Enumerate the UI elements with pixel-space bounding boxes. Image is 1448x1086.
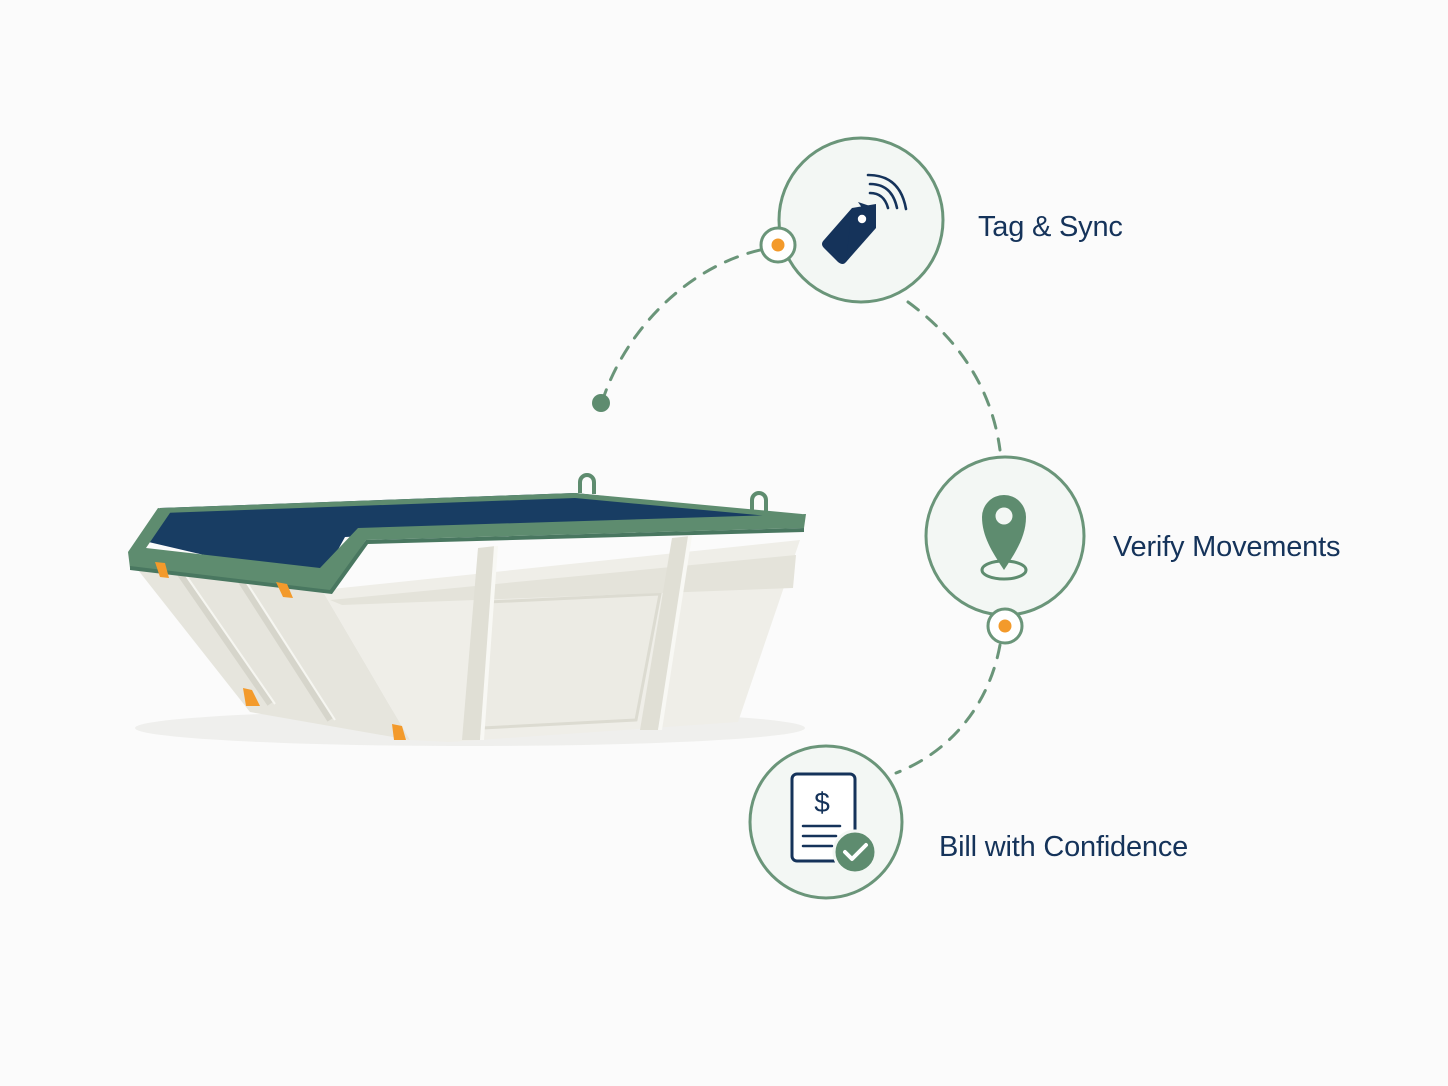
connector-start-dot <box>592 394 610 412</box>
connector-start-to-tag <box>600 246 772 404</box>
skip-bin-icon <box>128 473 806 746</box>
step-label-tag-sync: Tag & Sync <box>978 211 1123 243</box>
connector-verify-to-bill <box>894 643 1002 775</box>
step-bill-node: $ <box>748 744 904 900</box>
step-label-bill-with-confidence: Bill with Confidence <box>939 831 1189 863</box>
location-pin-icon <box>980 495 1028 581</box>
verify-port-dot <box>986 607 1024 645</box>
dashed-connector <box>600 246 1002 775</box>
rfid-tag-icon <box>822 173 908 264</box>
step-tag-sync-node <box>759 136 945 304</box>
step-verify-movements-node <box>924 455 1086 645</box>
connector-tag-to-verify <box>906 300 1002 452</box>
tag-sync-port-dot <box>759 226 797 264</box>
invoice-check-icon: $ <box>790 772 878 875</box>
step-label-verify-movements: Verify Movements <box>1113 531 1341 563</box>
invoice-dollar-sign: $ <box>814 787 830 818</box>
